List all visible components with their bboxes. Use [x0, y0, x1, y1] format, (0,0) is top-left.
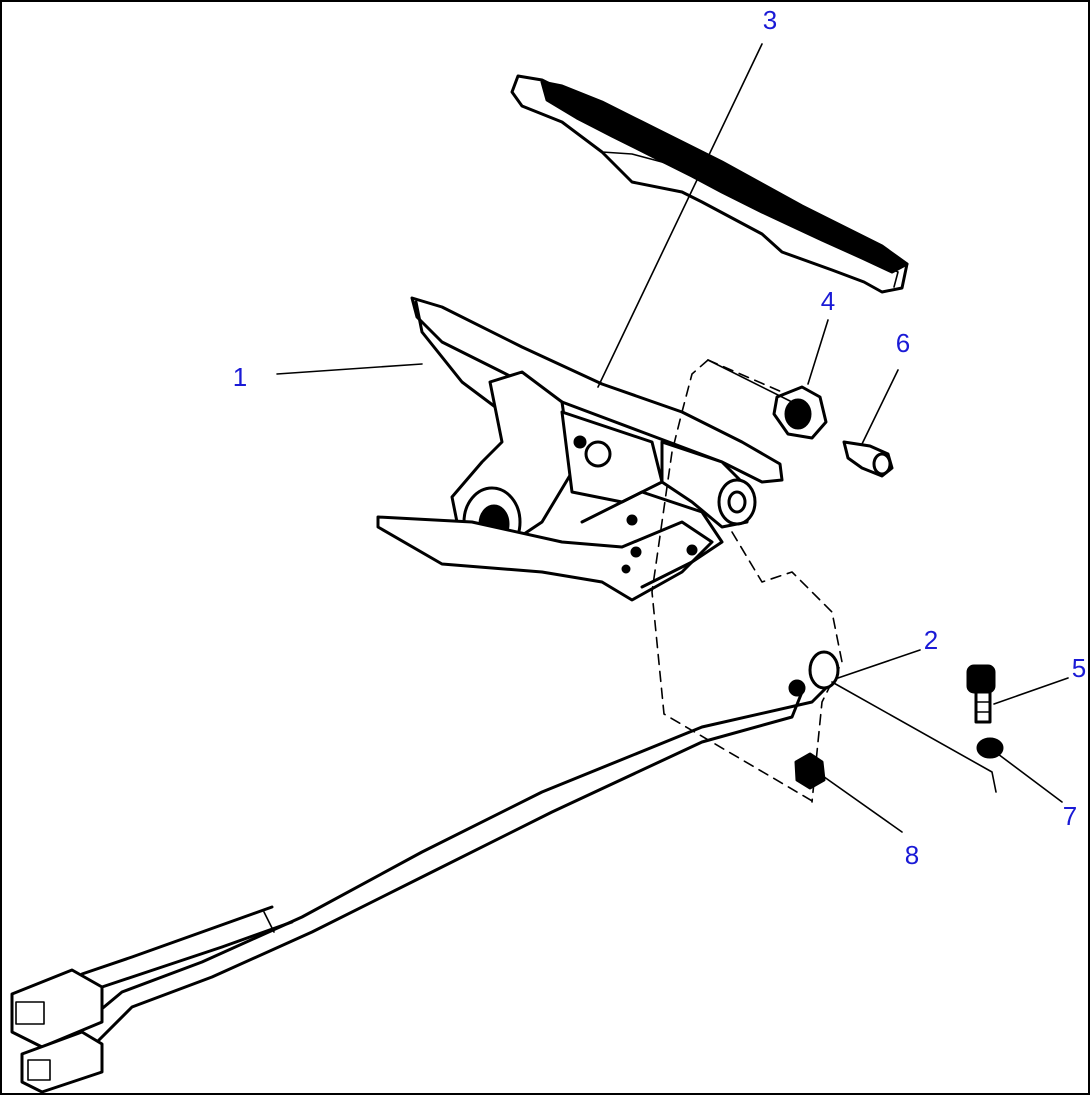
callout-1: 1: [232, 362, 248, 392]
callout-7: 7: [1062, 801, 1078, 831]
pedal-pad: [510, 74, 909, 294]
leader-lines: [276, 43, 1069, 833]
part-6-bolt: [842, 440, 894, 478]
part-7-washer: [976, 737, 1004, 759]
callout-2: 2: [923, 625, 939, 655]
callout-8: 8: [904, 840, 920, 870]
callout-6: 6: [895, 328, 911, 358]
callout-4: 4: [820, 286, 836, 316]
callout-3: 3: [762, 5, 778, 35]
part-8-nut: [794, 752, 826, 790]
alignment-lines: [707, 359, 997, 793]
part-5-bolt: [966, 664, 996, 724]
callout-5: 5: [1071, 653, 1087, 683]
mounting-plate-outline: [651, 359, 843, 803]
pedal-bracket: [376, 296, 784, 602]
wire-harness: [10, 650, 840, 1094]
part-4-nut: [772, 385, 828, 440]
